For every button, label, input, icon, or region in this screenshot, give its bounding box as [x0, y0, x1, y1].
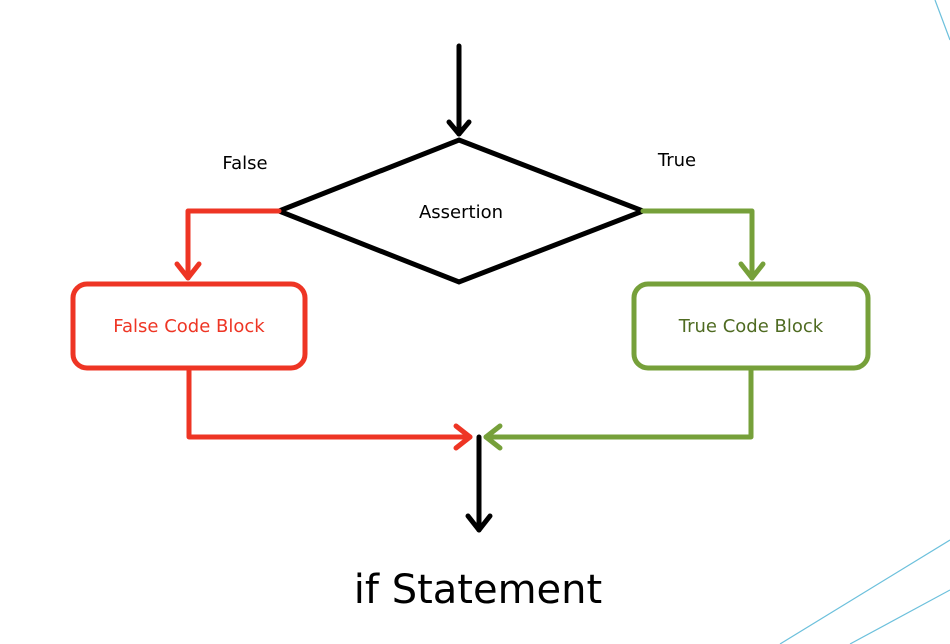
decor-line-bottom-1 [779, 539, 950, 644]
diagram-title: if Statement [354, 567, 602, 613]
decision-diamond [272, 137, 650, 285]
entry-arrow [446, 43, 472, 137]
false-merge-arrow [186, 365, 473, 451]
true-code-block-label: True Code Block [678, 316, 824, 337]
false-branch-arrow [174, 208, 282, 281]
true-merge-arrow [483, 365, 754, 451]
true-branch-label: True [657, 150, 696, 171]
false-code-block-label: False Code Block [113, 316, 265, 337]
true-branch-arrow [640, 208, 766, 281]
decision-label: Assertion [419, 202, 503, 223]
decor-line-bottom-2 [849, 589, 950, 644]
exit-arrow [465, 434, 493, 533]
false-branch-label: False [222, 153, 267, 174]
decor-line-top [934, 0, 950, 41]
corner-decoration [779, 0, 950, 644]
